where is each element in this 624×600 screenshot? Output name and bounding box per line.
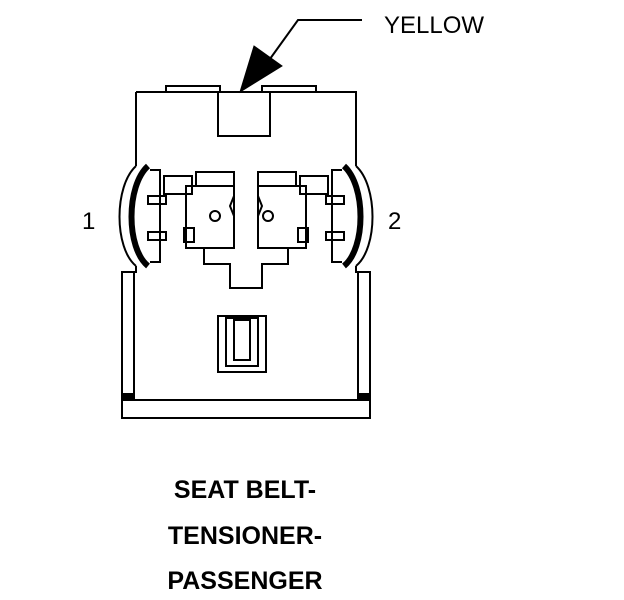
lock-tab bbox=[165, 85, 317, 137]
pin-1-contact bbox=[209, 210, 221, 222]
connector-color-label: YELLOW bbox=[384, 12, 485, 39]
color-leader-arrow bbox=[239, 19, 362, 94]
connector-body bbox=[121, 91, 371, 419]
pin-1-label: 1 bbox=[82, 208, 96, 235]
left-latch bbox=[118, 163, 167, 269]
caption-line-1: SEAT BELT- bbox=[173, 476, 317, 504]
caption-line-3: PASSENGER bbox=[167, 567, 323, 595]
caption-line-2: TENSIONER- bbox=[167, 522, 323, 550]
keyway-slot bbox=[217, 315, 267, 373]
right-latch bbox=[325, 163, 374, 269]
pin-2-contact bbox=[262, 210, 274, 222]
pin-2-label: 2 bbox=[388, 208, 402, 235]
pin-contacts bbox=[209, 210, 274, 222]
terminal-block bbox=[163, 171, 329, 289]
